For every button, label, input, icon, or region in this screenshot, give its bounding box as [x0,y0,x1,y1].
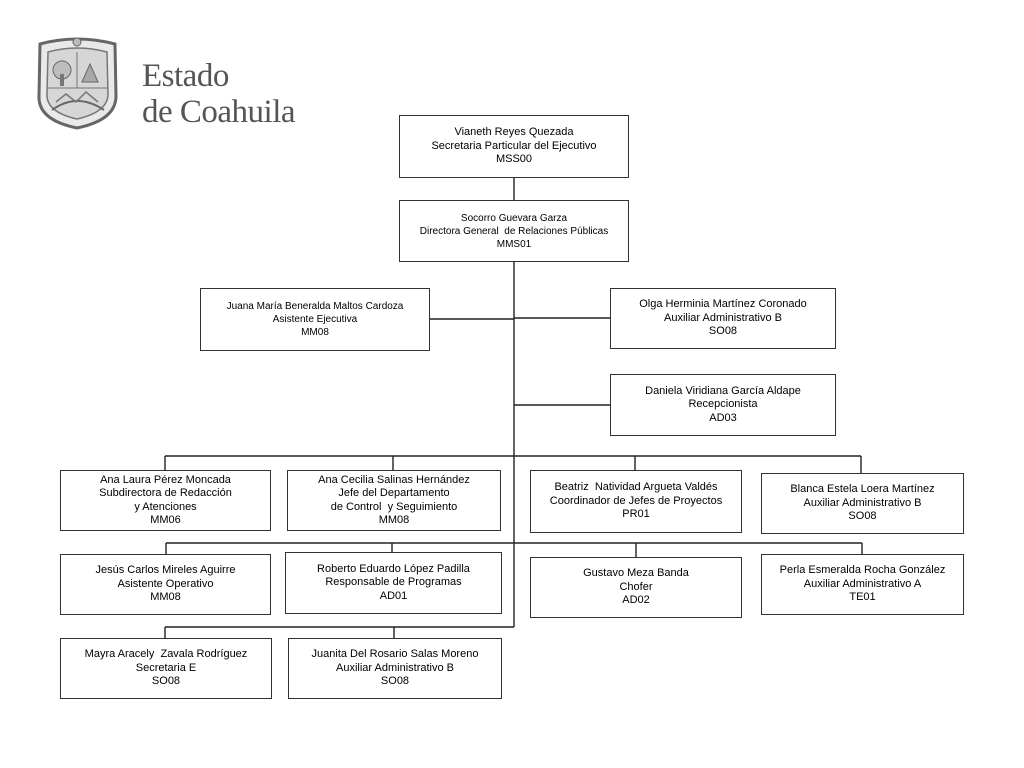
person-name: Mayra Aracely Zavala Rodríguez [84,648,248,661]
person-name: Daniela Viridiana García Aldape [645,384,801,397]
person-name: Beatriz Natividad Argueta Valdés [554,481,718,494]
org-box-daniela: Daniela Viridiana García Aldape Recepcio… [610,374,836,436]
person-name: Jesús Carlos Mireles Aguirre [95,564,236,577]
position-title-line-2: de Control y Seguimiento [330,500,458,513]
org-box-roberto: Roberto Eduardo López Padilla Responsabl… [285,552,502,614]
org-box-ana-laura: Ana Laura Pérez Moncada Subdirectora de … [60,470,271,531]
position-code: MMS01 [496,238,532,250]
position-title: Directora General de Relaciones Públicas [419,225,609,237]
person-name: Socorro Guevara Garza [460,212,568,224]
position-title: Chofer [619,580,653,593]
brand-title: Estado de Coahuila [142,58,296,130]
org-box-blanca: Blanca Estela Loera Martínez Auxiliar Ad… [761,473,964,534]
position-code: PR01 [622,508,650,521]
org-box-olga: Olga Herminia Martínez Coronado Auxiliar… [610,288,836,349]
position-code: SO08 [848,510,877,523]
position-code: MM08 [150,591,181,604]
position-title: Coordinador de Jefes de Proyectos [549,494,723,507]
position-code: AD02 [622,594,650,607]
org-box-juanita: Juanita Del Rosario Salas Moreno Auxilia… [288,638,502,699]
position-code: MSS00 [495,153,533,166]
org-box-jesus: Jesús Carlos Mireles Aguirre Asistente O… [60,554,271,615]
person-name: Juana María Beneralda Maltos Cardoza [226,301,404,312]
org-box-juana: Juana María Beneralda Maltos Cardoza Asi… [200,288,430,351]
org-box-gustavo: Gustavo Meza Banda Chofer AD02 [530,557,742,618]
coahuila-seal-logo [30,36,125,130]
org-box-mayra: Mayra Aracely Zavala Rodríguez Secretari… [60,638,272,699]
person-name: Olga Herminia Martínez Coronado [639,298,807,311]
position-title: Auxiliar Administrativo B [336,661,454,674]
org-box-beatriz: Beatriz Natividad Argueta Valdés Coordin… [530,470,742,533]
position-code: SO08 [151,675,181,688]
person-name: Ana Laura Pérez Moncada [100,473,231,486]
person-name: Juanita Del Rosario Salas Moreno [311,648,479,661]
org-box-socorro: Socorro Guevara Garza Directora General … [399,200,629,262]
person-name: Ana Cecilia Salinas Hernández [318,473,470,486]
brand-line-1: Estado [142,58,229,94]
position-title: Subdirectora de Redacción [99,487,232,499]
position-code: SO08 [380,675,410,688]
position-title: Asistente Operativo [117,577,214,590]
org-box-vianeth: Vianeth Reyes Quezada Secretaria Particu… [399,115,629,178]
position-code: MM08 [301,327,329,338]
person-name: Roberto Eduardo López Padilla [317,562,470,575]
position-code: AD03 [709,411,737,424]
position-title: Recepcionista [688,398,758,411]
position-code: SO08 [708,325,738,338]
person-name: Perla Esmeralda Rocha González [779,564,946,577]
org-box-ana-cecilia: Ana Cecilia Salinas Hernández Jefe del D… [287,470,501,531]
person-name: Blanca Estela Loera Martínez [790,483,935,496]
org-box-perla: Perla Esmeralda Rocha González Auxiliar … [761,554,964,615]
position-title: Asistente Ejecutiva [272,314,358,325]
position-code: MM08 [378,514,410,526]
person-name: Gustavo Meza Banda [583,567,689,580]
position-title-line-2: y Atenciones [134,500,197,513]
position-code: AD01 [379,589,408,602]
position-title: Responsable de Programas [325,576,462,589]
position-title: Jefe del Departamento [338,487,450,499]
brand-line-2: de Coahuila [142,94,296,130]
position-title: Auxiliar Administrativo A [803,577,922,590]
position-title: Auxiliar Administrativo B [664,311,782,324]
position-title: Secretaria E [135,661,197,674]
person-name: Vianeth Reyes Quezada [454,126,574,139]
position-title: Auxiliar Administrativo B [803,496,922,509]
position-title: Secretaria Particular del Ejecutivo [431,139,597,152]
position-code: MM06 [150,514,181,526]
position-code: TE01 [849,591,876,604]
